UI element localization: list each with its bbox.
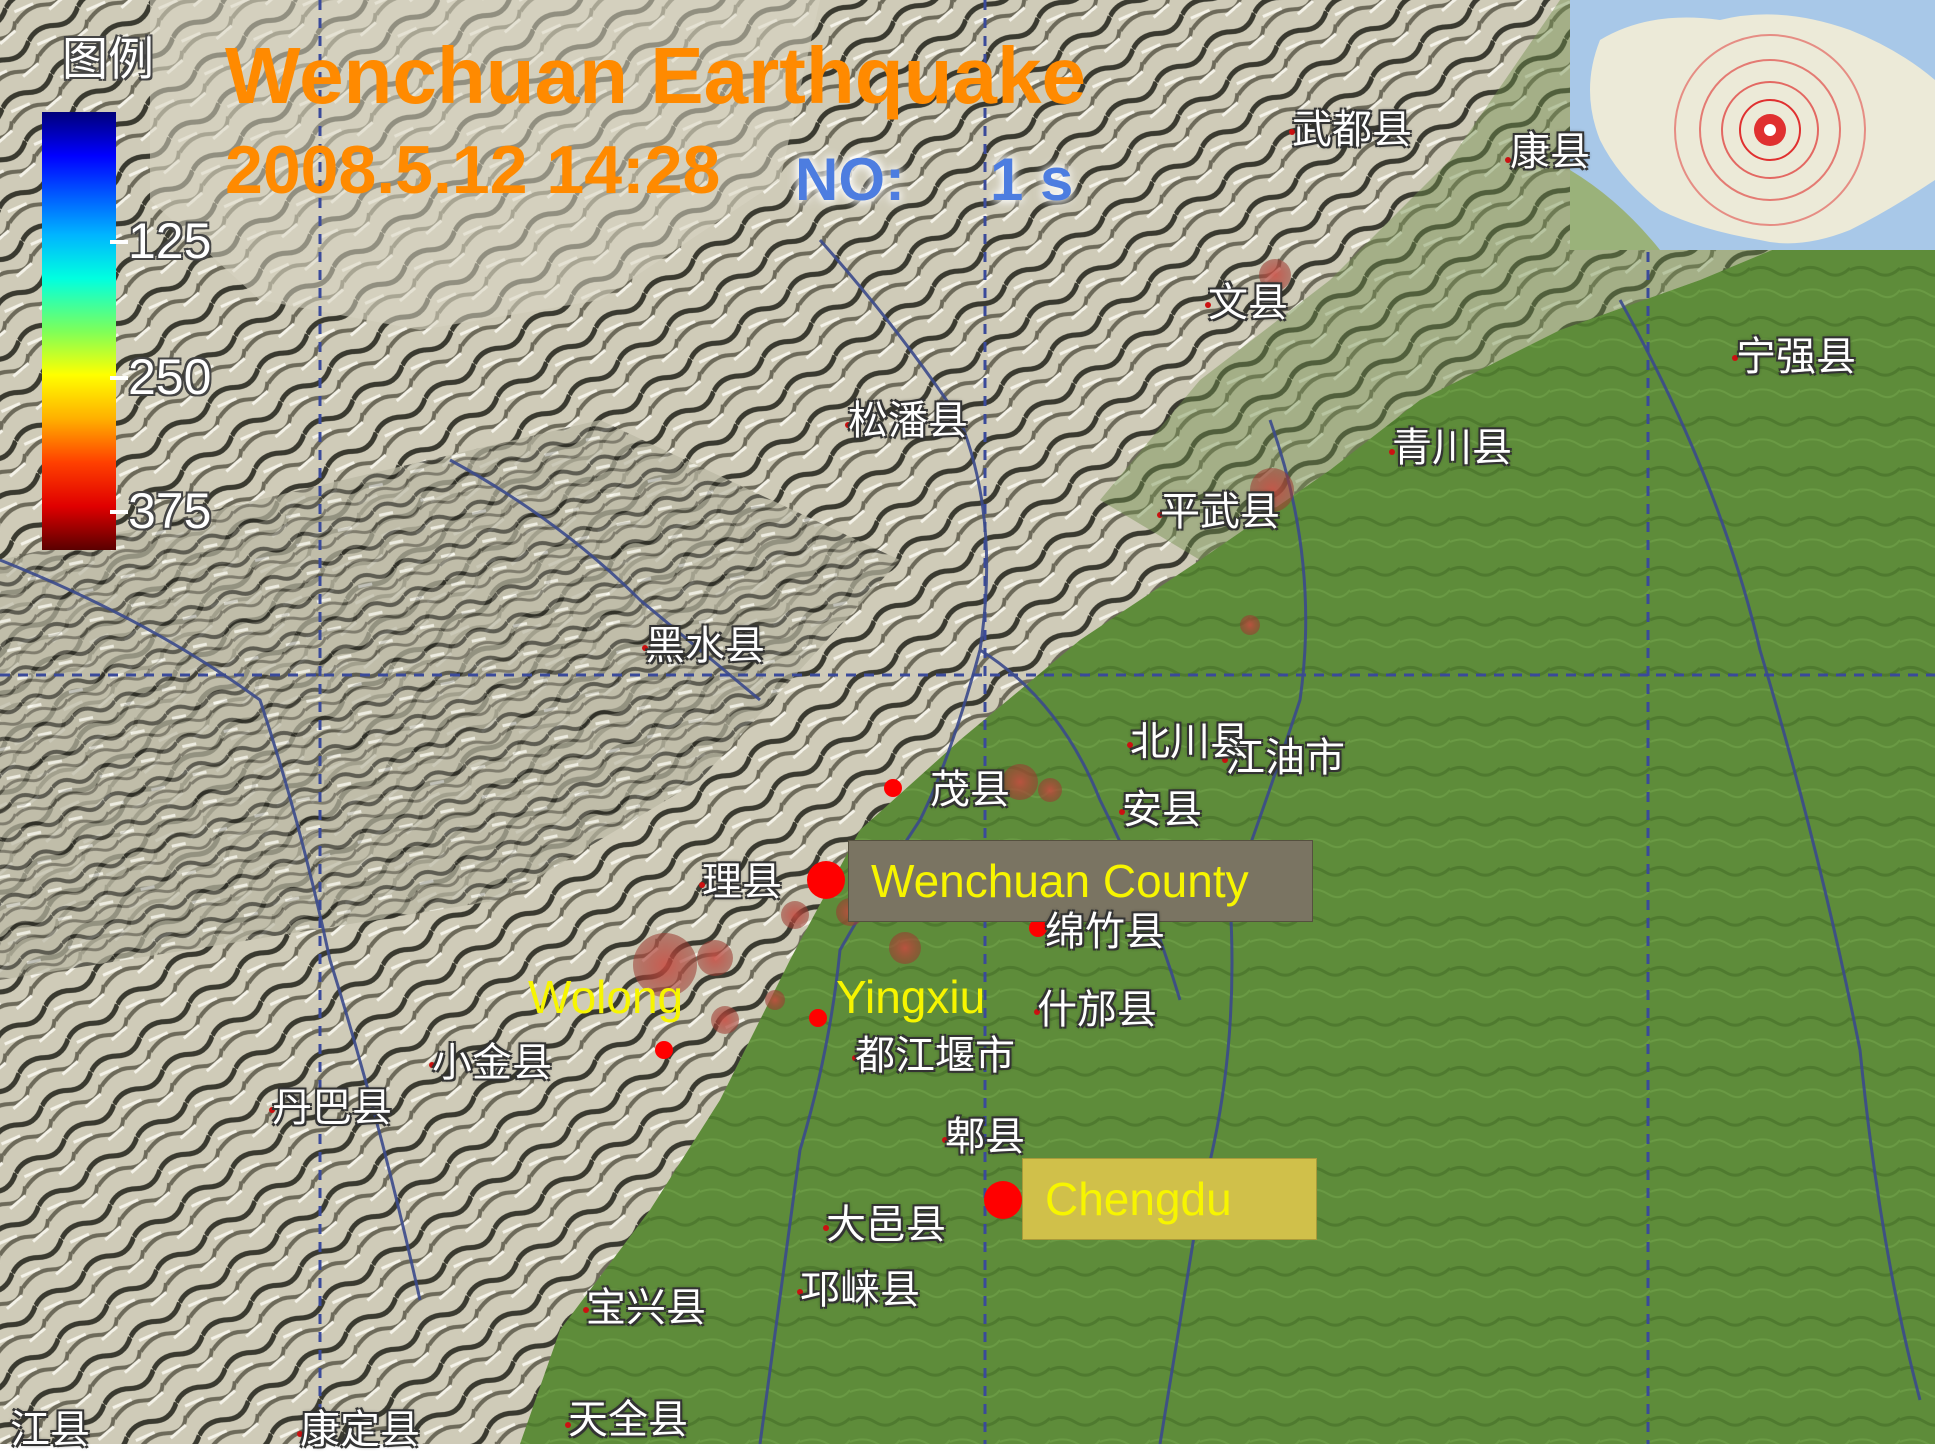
sichuan-basin-plain <box>520 200 1935 1444</box>
county-dujiangyan: 都江堰市 <box>855 1033 1015 1079</box>
county-li: 理县 <box>702 859 782 905</box>
legend-tick-250: 250 <box>128 349 212 405</box>
county-mao: 茂县 <box>930 767 1010 813</box>
yingxiu-label: Yingxiu <box>836 971 986 1023</box>
legend-color-bar <box>42 112 116 550</box>
county-mianzhu: 绵竹县 <box>1045 909 1165 955</box>
county-wudu: 武都县 <box>1292 107 1412 153</box>
county-kangding: 康定县 <box>300 1407 420 1453</box>
county-dayi: 大邑县 <box>826 1202 946 1248</box>
wenchuan-label-box: Wenchuan County <box>848 840 1313 922</box>
china-inset-map <box>1570 0 1935 250</box>
county-danba: 丹巴县 <box>272 1085 392 1131</box>
legend-tick-125: 125 <box>128 213 212 269</box>
wenchuan-marker <box>807 861 845 899</box>
county-beichuan: 北川县 <box>1130 719 1250 765</box>
county-dots <box>269 129 1738 1437</box>
county-jiang: 江县 <box>10 1407 90 1453</box>
legend-tick-375: 375 <box>128 483 212 539</box>
county-shifang: 什邡县 <box>1037 987 1157 1033</box>
county-qingchuan: 青川县 <box>1392 425 1512 471</box>
county-qionglai: 邛崃县 <box>800 1267 920 1313</box>
legend-title: 图例 <box>62 32 154 86</box>
time-counter-prefix: NO: <box>795 146 905 213</box>
county-pi: 郫县 <box>945 1114 1025 1160</box>
county-baoxing: 宝兴县 <box>586 1285 706 1331</box>
chengdu-marker <box>984 1181 1022 1219</box>
county-xiaojin: 小金县 <box>432 1040 552 1086</box>
county-songpan: 松潘县 <box>848 398 968 444</box>
county-an: 安县 <box>1122 787 1202 833</box>
county-wen: 文县 <box>1208 280 1288 326</box>
time-counter-value: 1 s <box>990 146 1074 213</box>
intensity-bubbles <box>633 259 1294 1034</box>
wolong-label: Wolong <box>528 971 684 1023</box>
county-tianquan: 天全县 <box>568 1397 688 1443</box>
event-datetime: 2008.5.12 14:28 <box>225 132 721 208</box>
yingxiu-marker <box>809 1009 827 1027</box>
county-kang: 康县 <box>1510 129 1590 175</box>
chengdu-label: Chengdu <box>1045 1173 1232 1225</box>
wolong-marker <box>655 1041 673 1059</box>
county-jiangyou: 江油市 <box>1225 735 1345 781</box>
chengdu-label-box: Chengdu <box>1022 1158 1317 1240</box>
red-markers <box>655 779 1047 1219</box>
county-pingwu: 平武县 <box>1160 489 1280 535</box>
county-heishui: 黑水县 <box>645 623 765 669</box>
wenchuan-label: Wenchuan County <box>871 855 1249 907</box>
county-ningqiang: 宁强县 <box>1736 334 1856 380</box>
map-title: Wenchuan Earthquake <box>225 31 1086 120</box>
